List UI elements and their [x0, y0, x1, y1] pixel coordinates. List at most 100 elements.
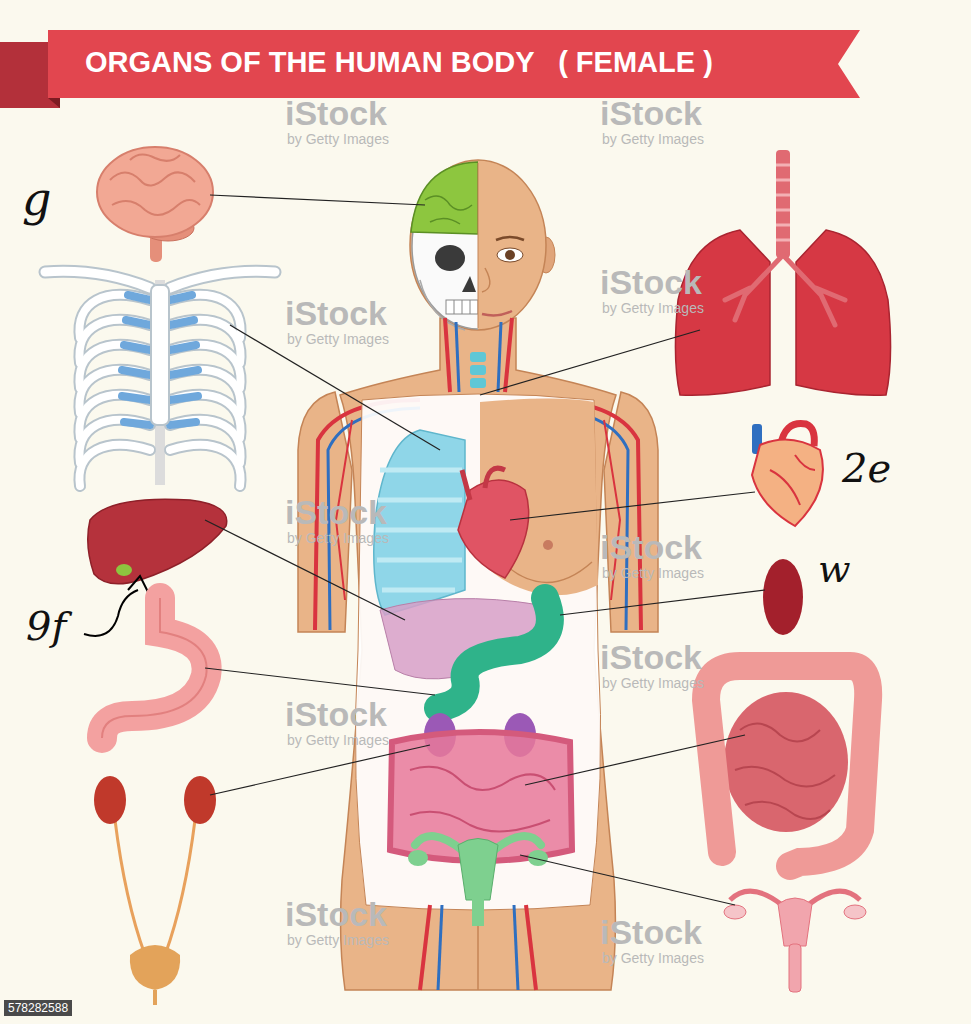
- body-figure-part: [410, 160, 546, 330]
- leader-lines-part: [210, 195, 425, 205]
- watermark: iStock: [285, 96, 387, 130]
- body-figure-part: [505, 250, 515, 260]
- kidney-icon-part: [94, 776, 126, 824]
- title-ribbon: [0, 30, 860, 108]
- spleen-icon-part: [763, 559, 803, 635]
- hand-drawn-arrow-part: [128, 576, 148, 592]
- lungs-icon-part: [725, 255, 845, 325]
- leader-lines-part: [480, 330, 700, 395]
- watermark: by Getty Images: [602, 132, 704, 146]
- body-figure-part: [456, 322, 459, 392]
- body-figure-part: [355, 394, 600, 910]
- body-figure-part: [472, 898, 484, 926]
- uterus-icon-part: [789, 944, 801, 992]
- lungs-icon-part: [776, 150, 790, 258]
- spleen-icon: [763, 559, 803, 635]
- handwritten-mark: w: [818, 550, 851, 588]
- watermark: by Getty Images: [287, 733, 389, 747]
- body-figure-part: [526, 905, 536, 990]
- watermark: by Getty Images: [287, 933, 389, 947]
- intestines-icon-part: [706, 666, 868, 866]
- watermark: by Getty Images: [287, 332, 389, 346]
- liver-icon: [88, 499, 227, 584]
- watermark: by Getty Images: [602, 566, 704, 580]
- leader-lines-part: [205, 520, 405, 620]
- ribcage-icon-part-part: [79, 420, 240, 463]
- body-figure-part-part: [420, 280, 465, 330]
- body-figure-part-part: [411, 162, 478, 234]
- handwritten-mark: 2e: [842, 448, 891, 488]
- intestines-icon-part: [724, 692, 848, 832]
- watermark: iStock: [600, 265, 702, 299]
- body-figure-part-part: [425, 196, 472, 224]
- body-figure-part: [514, 905, 518, 990]
- watermark: iStock: [600, 640, 702, 674]
- kidney-icon-part: [184, 776, 216, 824]
- body-figure-part-part: [462, 276, 476, 292]
- ribcage-icon-part-part: [79, 445, 240, 486]
- watermark: iStock: [285, 697, 387, 731]
- title-ribbon-part: [48, 98, 60, 108]
- body-figure-part: [445, 318, 450, 392]
- body-figure-part-part: [412, 163, 478, 329]
- body-figure-part: [374, 430, 465, 615]
- title-text: ORGANS OF THE HUMAN BODY ( FEMALE ): [85, 48, 713, 77]
- body-figure-part: [505, 318, 512, 392]
- leader-lines-part: [525, 735, 745, 785]
- watermark: by Getty Images: [602, 301, 704, 315]
- body-figure-part: [477, 925, 479, 990]
- body-figure-part: [420, 905, 430, 990]
- body-figure-part: [497, 248, 523, 262]
- lungs-icon: [675, 150, 890, 395]
- ribcage-icon-part-part: [79, 445, 240, 486]
- uterus-icon-part: [778, 898, 812, 946]
- watermark: by Getty Images: [602, 951, 704, 965]
- lungs-icon-part: [776, 165, 790, 240]
- ribcage-icon: [45, 271, 275, 486]
- lungs-icon-part: [796, 230, 891, 395]
- body-figure-part: [411, 162, 478, 330]
- kidney-icon-part: [115, 820, 195, 955]
- watermark: iStock: [600, 96, 702, 130]
- leader-lines-part: [520, 855, 735, 905]
- leader-lines-part: [230, 325, 440, 450]
- heart-icon-part: [770, 455, 815, 505]
- ribcage-icon-part: [151, 285, 169, 425]
- watermark: by Getty Images: [287, 132, 389, 146]
- body-figure-part: [458, 839, 498, 901]
- heart-icon: [752, 424, 823, 527]
- uterus-icon-part: [844, 905, 866, 919]
- body-figure-part: [482, 311, 512, 315]
- watermark: by Getty Images: [602, 676, 704, 690]
- heart-icon-part: [752, 440, 823, 526]
- kidney-icon-part: [130, 945, 180, 990]
- body-figure-part: [478, 163, 479, 328]
- watermark: iStock: [600, 915, 702, 949]
- liver-icon-part: [116, 564, 132, 576]
- body-figure-part: [408, 850, 428, 866]
- title-ribbon-part: [48, 30, 860, 98]
- liver-icon-part: [88, 499, 227, 584]
- body-figure-part: [470, 352, 486, 362]
- hand-drawn-arrow: [84, 576, 148, 636]
- uterus-icon: [724, 891, 866, 992]
- watermark: by Getty Images: [287, 531, 389, 545]
- body-figure-part-part: [435, 245, 465, 271]
- body-figure-part: [543, 540, 553, 550]
- leader-lines-part: [510, 492, 755, 520]
- leader-lines-part: [205, 668, 435, 695]
- intestines-icon: [706, 666, 868, 866]
- handwritten-mark: g: [22, 176, 51, 222]
- brain-icon: [97, 147, 213, 262]
- kidney-icon: [94, 776, 216, 1005]
- intestines-icon-part: [735, 724, 835, 819]
- leader-lines: [205, 195, 765, 905]
- watermark: iStock: [285, 897, 387, 931]
- stomach-icon-part: [102, 598, 207, 738]
- body-figure-part: [438, 598, 550, 708]
- body-figure-part: [462, 468, 505, 500]
- image-id: 578282588: [4, 1000, 72, 1016]
